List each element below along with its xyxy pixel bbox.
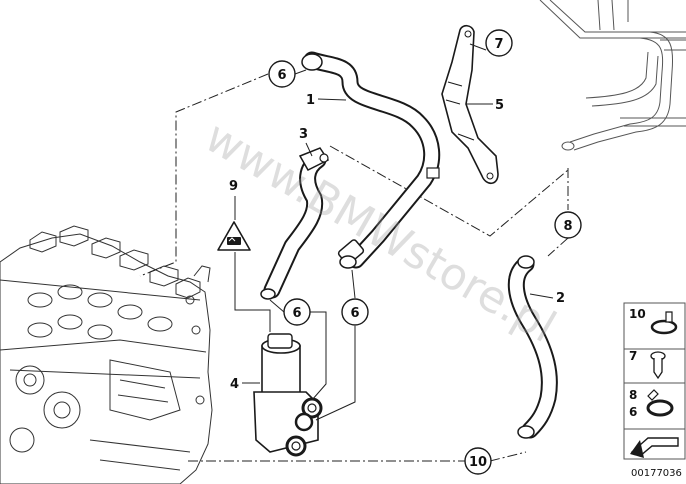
engine-block xyxy=(0,225,213,484)
callout-6-mid-left: 6 xyxy=(283,298,311,326)
legend-label-10: 10 xyxy=(629,307,646,321)
water-pump-4 xyxy=(253,333,323,457)
svg-text:6: 6 xyxy=(292,306,301,321)
callout-6-top: 6 xyxy=(268,60,296,88)
watermark: www.BMWstore.pl xyxy=(197,111,565,353)
legend-label-6: 6 xyxy=(629,405,637,419)
warning-label-icon xyxy=(217,221,251,251)
hose-clamp-icon xyxy=(650,311,678,335)
part-label-5: 5 xyxy=(495,98,504,113)
callout-7: 7 xyxy=(485,29,513,57)
svg-text:10: 10 xyxy=(469,455,487,470)
hose-2 xyxy=(507,255,558,439)
part-label-9: 9 xyxy=(229,179,238,194)
svg-text:6: 6 xyxy=(277,68,286,83)
callout-10: 10 xyxy=(464,447,492,475)
spring-clamp-icon xyxy=(646,389,674,417)
legend-label-7: 7 xyxy=(629,349,637,363)
hose-3 xyxy=(260,147,330,300)
leader-lines xyxy=(234,43,554,421)
parts-legend: 10 7 8 6 xyxy=(623,302,686,460)
dashed-leaders xyxy=(139,73,569,462)
diagram-code: 00177036 xyxy=(631,468,682,479)
callout-8: 8 xyxy=(554,211,582,239)
svg-text:6: 6 xyxy=(350,306,359,321)
part-label-2: 2 xyxy=(556,291,565,306)
callout-6-mid-right: 6 xyxy=(341,298,369,326)
hose-1 xyxy=(301,51,441,269)
part-label-1: 1 xyxy=(306,93,315,108)
bracket-5 xyxy=(441,24,499,185)
svg-text:7: 7 xyxy=(494,37,503,52)
part-label-4: 4 xyxy=(230,377,239,392)
part-label-3: 3 xyxy=(299,127,308,142)
arrow-icon xyxy=(630,437,679,458)
svg-text:8: 8 xyxy=(563,219,572,234)
legend-label-8: 8 xyxy=(629,388,637,402)
clip-rivet-icon xyxy=(650,351,666,380)
heater-pipes xyxy=(539,0,686,151)
